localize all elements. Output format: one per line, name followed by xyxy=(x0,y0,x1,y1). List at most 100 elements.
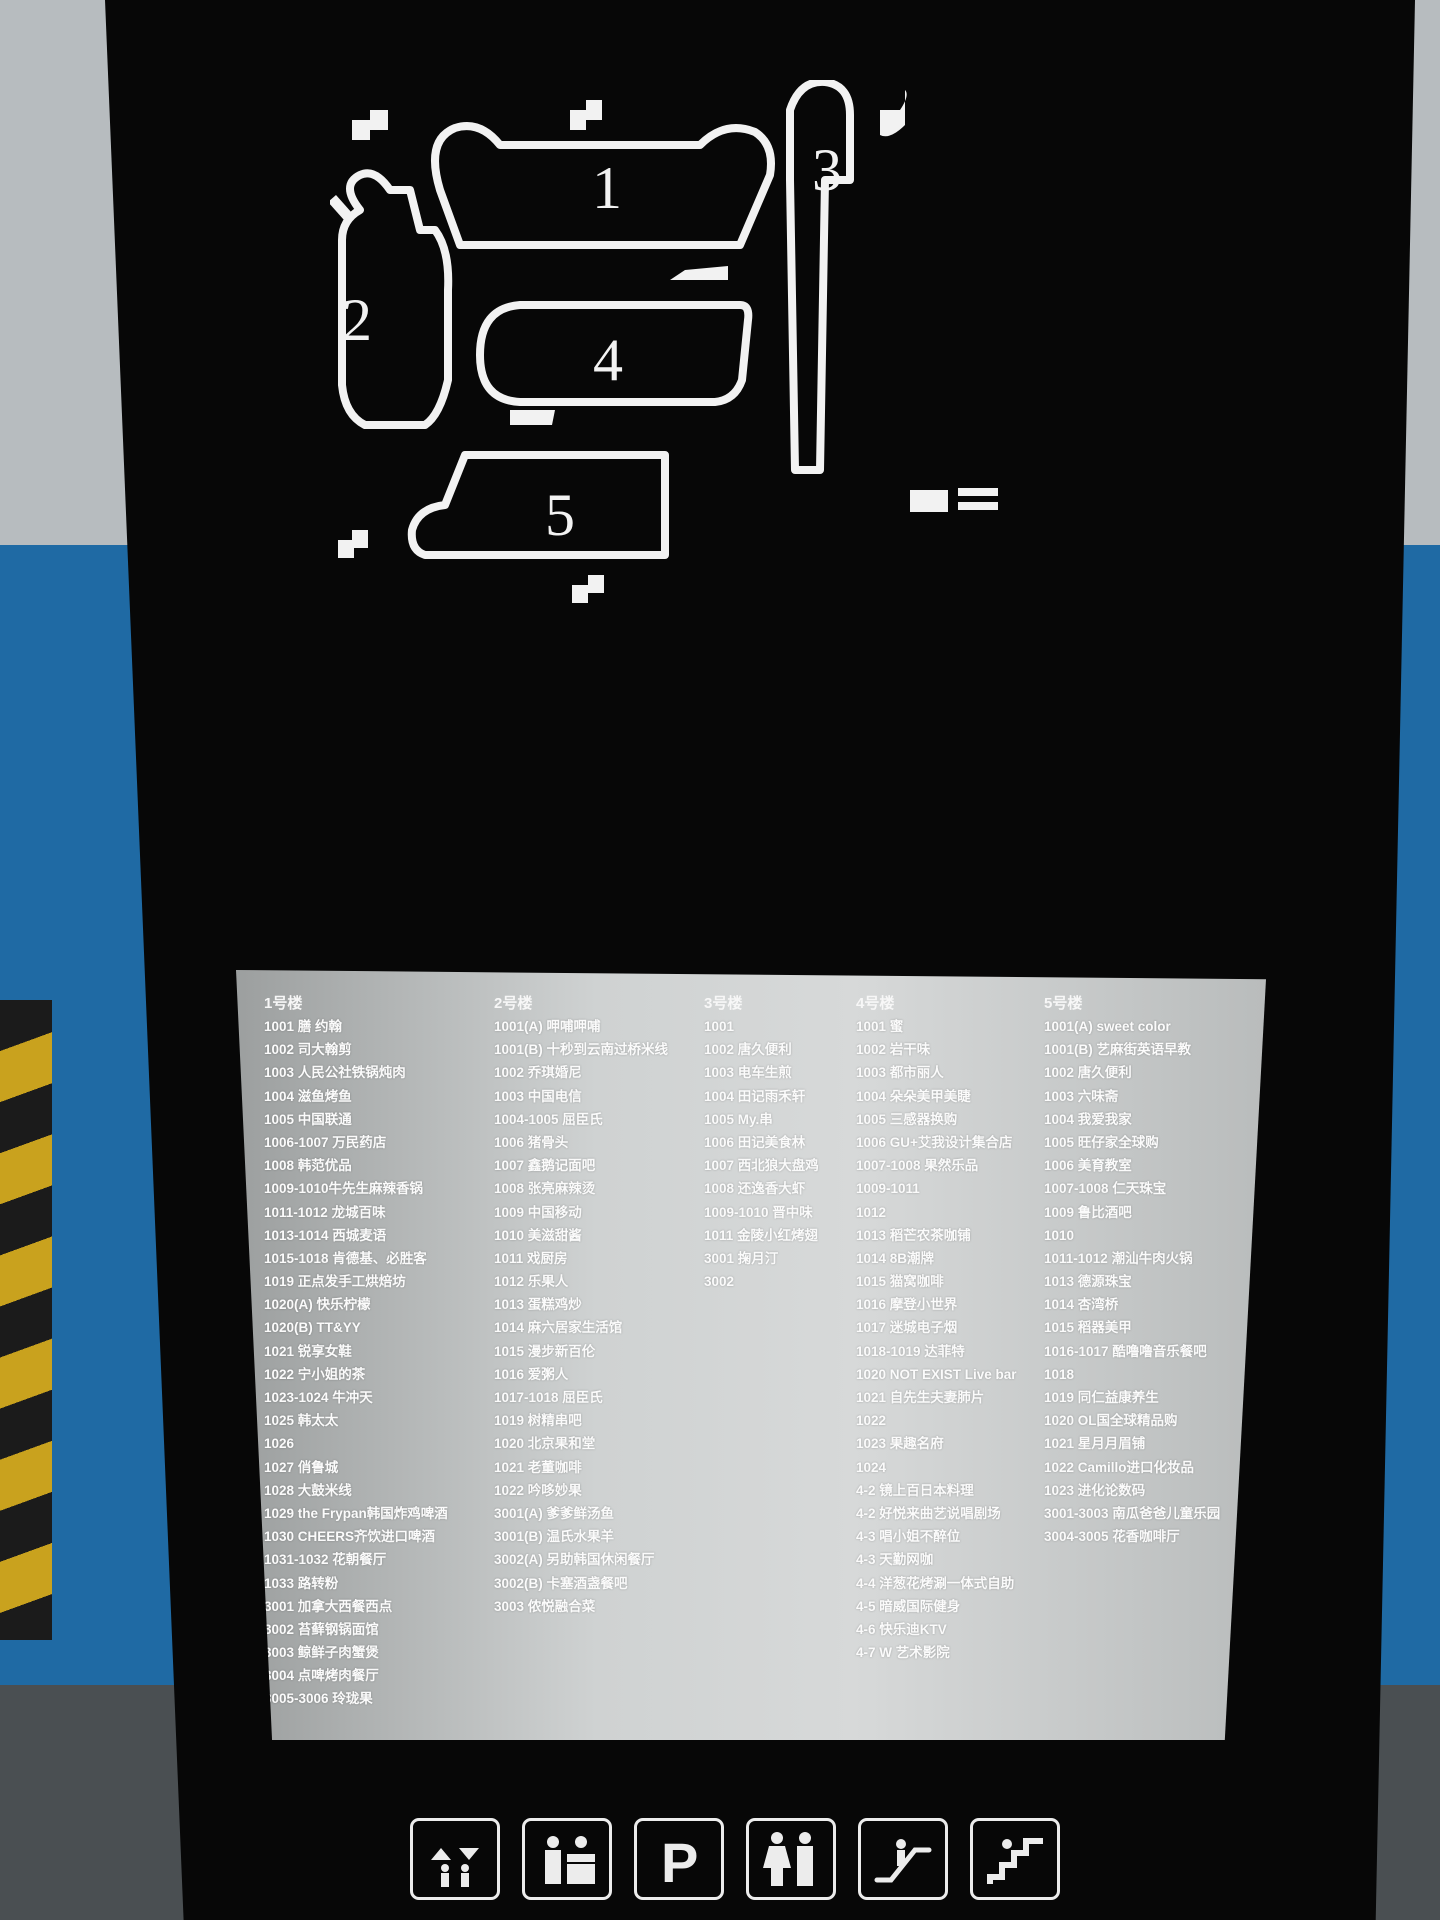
directory-entry: 1030 CHEERS齐饮进口啤酒 xyxy=(264,1529,436,1545)
directory-entry: 1012 乐果人 xyxy=(494,1274,569,1290)
stairs-icon xyxy=(970,1818,1060,1900)
directory-entry: 1006 GU+艾我设计集合店 xyxy=(856,1134,1013,1150)
directory-panel: 1号楼 1001 膳 约翰 1002 司大翰剪 1003 人民公社铁锅炖肉 1004 … xyxy=(236,970,1266,1740)
directory-entry: 1001 膳 约翰 xyxy=(264,1019,343,1034)
site-map-drawing: 1 2 3 4 5 xyxy=(330,80,998,603)
building-4-number: 4 xyxy=(593,327,623,393)
directory-entry: 1008 还逸香大虾 xyxy=(704,1181,806,1197)
directory-entry: 1001(B) 艺麻街英语早教 xyxy=(1044,1042,1192,1058)
directory-entry: 1013-1014 西城麦语 xyxy=(264,1227,387,1243)
directory-entry: 1029 the Frypan韩国炸鸡啤酒 xyxy=(264,1505,448,1521)
service-desk-icon xyxy=(522,1818,612,1900)
directory-column-building-1: 1号楼 1001 膳 约翰 1002 司大翰剪 1003 人民公社铁锅炖肉 1004 … xyxy=(264,992,448,1711)
column-heading: 1号楼 xyxy=(264,995,303,1012)
directory-entry: 3004-3005 花香咖啡厅 xyxy=(1044,1529,1180,1545)
directory-entry: 4-3 唱小姐不醉位 xyxy=(856,1529,961,1545)
parking-letter: P xyxy=(661,1831,698,1888)
directory-entry: 1028 大鼓米线 xyxy=(264,1482,352,1498)
directory-entry: 1019 树精串吧 xyxy=(494,1413,582,1429)
directory-entry: 1022 吟哆妙果 xyxy=(494,1482,582,1498)
directory-entry: 1018 xyxy=(1044,1366,1075,1382)
directory-entry: 1006 美育教室 xyxy=(1044,1158,1132,1174)
directory-entry: 1004 朵朵美甲美睫 xyxy=(856,1088,971,1104)
directory-entry: 1002 唐久便利 xyxy=(704,1042,792,1058)
directory-entry: 1033 路转粉 xyxy=(264,1575,339,1591)
directory-entry: 1013 稻芒农茶咖铺 xyxy=(856,1227,971,1243)
directory-entry: 1011 金陵小红烤翅 xyxy=(704,1227,819,1243)
directory-entry: 1005 旺仔家全球购 xyxy=(1044,1134,1159,1150)
entrance-symbol-icon xyxy=(910,488,998,512)
restroom-icon xyxy=(746,1818,836,1900)
directory-entry: 1014 8B潮牌 xyxy=(856,1250,935,1266)
directory-entry: 1027 俏鲁城 xyxy=(264,1459,339,1475)
directory-entry: 1019 同仁益康养生 xyxy=(1044,1390,1159,1405)
directory-entry: 1020 北京果和堂 xyxy=(494,1436,596,1452)
directory-entry: 1003 都市丽人 xyxy=(856,1065,944,1081)
directory-entry: 1003 六味斋 xyxy=(1044,1088,1119,1104)
directory-entry: 1009-1010 晋中味 xyxy=(704,1204,813,1220)
stair-symbol-icon xyxy=(572,575,604,603)
directory-entry: 1021 星月月眉铺 xyxy=(1044,1436,1146,1452)
directory-entry: 1024 xyxy=(856,1459,887,1475)
directory-entry: 1007-1008 仁天珠宝 xyxy=(1044,1181,1167,1197)
directory-entry: 1006-1007 万民药店 xyxy=(264,1134,387,1150)
stair-symbol-icon xyxy=(352,110,388,140)
hazard-stripe-post xyxy=(0,1000,52,1640)
building-3-number: 3 xyxy=(812,137,842,203)
directory-entry: 4-3 天勤网咖 xyxy=(856,1552,934,1568)
directory-entry: 1016 爱粥人 xyxy=(494,1366,569,1382)
directory-entry: 1015-1018 肯德基、必胜客 xyxy=(264,1250,427,1266)
directory-entry: 1003 中国电信 xyxy=(494,1088,582,1104)
directory-entry: 1013 蛋糕鸡炒 xyxy=(494,1297,582,1313)
directory-entry: 1015 猫窝咖啡 xyxy=(856,1274,944,1290)
directory-entry: 1022 Camillo进口化妆品 xyxy=(1044,1459,1195,1475)
directory-entry: 1002 岩干味 xyxy=(856,1042,931,1058)
directory-entry: 4-7 W 艺术影院 xyxy=(856,1645,950,1661)
directory-entry: 3005-3006 玲珑果 xyxy=(264,1691,373,1707)
directory-entry: 1002 司大翰剪 xyxy=(264,1042,352,1058)
directory-entry: 1013 德源珠宝 xyxy=(1044,1274,1132,1290)
directory-entry: 4-6 快乐迪KTV xyxy=(856,1621,947,1637)
directory-entry: 1004 田记雨禾轩 xyxy=(704,1088,806,1104)
directory-entry: 1003 人民公社铁锅炖肉 xyxy=(264,1065,406,1081)
directory-entry: 1020 NOT EXIST Live bar xyxy=(856,1366,1017,1382)
directory-entry: 3001(B) 温氏水果羊 xyxy=(494,1529,615,1545)
directory-entry: 3002 苔藓钢锅面馆 xyxy=(264,1621,379,1637)
directory-entry: 4-2 镜上百日本料理 xyxy=(856,1482,974,1498)
directory-entry: 1021 自先生夫妻肺片 xyxy=(856,1390,985,1405)
site-map: 1 2 3 4 5 xyxy=(330,80,1130,760)
directory-entry: 4-5 暗威国际健身 xyxy=(856,1598,961,1614)
directory-entry: 1018-1019 达菲特 xyxy=(856,1343,965,1359)
column-heading: 3号楼 xyxy=(704,995,743,1012)
directory-entry: 1004 滋鱼烤鱼 xyxy=(264,1088,352,1104)
directory-entry: 1021 老董咖啡 xyxy=(494,1459,582,1475)
directory-entry: 1020(A) 快乐柠檬 xyxy=(264,1297,371,1313)
directory-entry: 1016-1017 酷噜噜音乐餐吧 xyxy=(1044,1343,1207,1359)
building-2-number: 2 xyxy=(342,287,372,353)
directory-entry: 1001 蜜 xyxy=(856,1019,904,1034)
building-5-outline xyxy=(407,451,669,559)
directory-entry: 1019 正点发手工烘焙坊 xyxy=(264,1274,406,1290)
ramp-symbol-icon xyxy=(670,266,728,280)
directory-entry: 1017 迷城电子烟 xyxy=(856,1320,958,1336)
directory-entry: 1025 韩太太 xyxy=(264,1413,339,1429)
directory-entry: 1003 电车生煎 xyxy=(704,1065,792,1081)
directory-entry: 1009 鲁比酒吧 xyxy=(1044,1204,1132,1220)
directory-entry: 1014 麻六居家生活馆 xyxy=(494,1320,623,1336)
directory-entry: 1002 唐久便利 xyxy=(1044,1065,1132,1081)
directory-entry: 1007 鑫鹅记面吧 xyxy=(494,1158,596,1174)
directory-entry: 1001 xyxy=(704,1019,735,1034)
directory-entry: 1015 漫步新百伦 xyxy=(494,1343,596,1359)
directory-entry: 3003 侬悦融合菜 xyxy=(494,1598,596,1614)
directory-entry: 1007-1008 果然乐品 xyxy=(856,1158,979,1174)
stair-symbol-icon xyxy=(880,90,907,137)
building-3-outline xyxy=(786,80,854,474)
building-4-outline xyxy=(476,301,753,406)
stair-symbol-icon xyxy=(570,100,602,130)
column-heading: 4号楼 xyxy=(856,995,895,1012)
directory-entry: 1017-1018 屈臣氏 xyxy=(494,1390,603,1405)
directory-entry: 1009 中国移动 xyxy=(494,1204,582,1220)
building-5-number: 5 xyxy=(545,482,575,548)
